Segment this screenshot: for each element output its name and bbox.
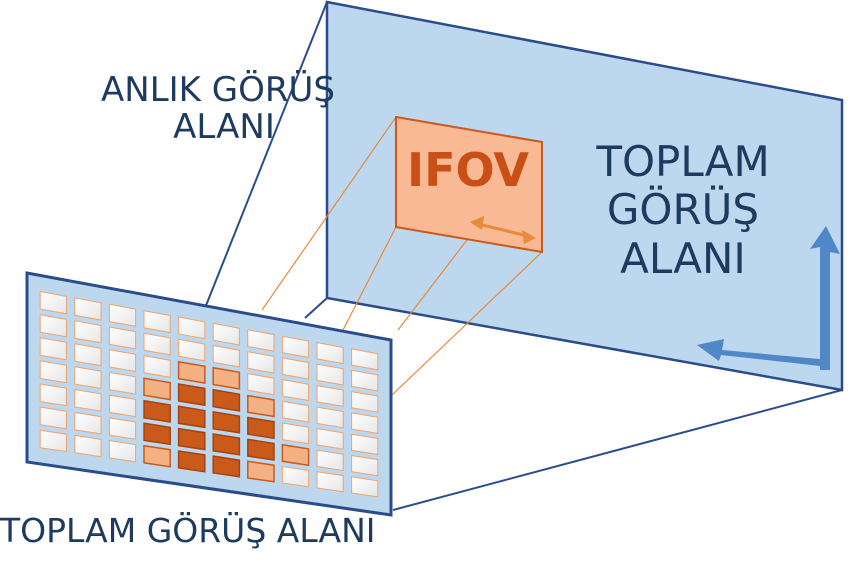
total-fov-label-right-line1: TOPLAM: [596, 137, 770, 186]
detector-pixel: [177, 405, 206, 429]
detector-pixel: [281, 357, 310, 380]
detector-pixel: [316, 342, 344, 365]
detector-pixel: [143, 399, 171, 423]
detector-pixel: [316, 385, 344, 407]
detector-pixel: [281, 465, 310, 488]
detector-pixel: [143, 444, 171, 468]
total-fov-label-right-line3: ALANI: [620, 233, 746, 283]
axis-arrows: [697, 226, 840, 370]
detector-pixel: [39, 314, 67, 338]
detector-pixel: [316, 428, 344, 450]
detector-pixel: [74, 411, 102, 435]
detector-pixel: [39, 337, 67, 361]
detector-pixel: [212, 388, 241, 412]
detector-pixel: [247, 329, 275, 352]
detector-pixel: [247, 438, 275, 461]
detector-array: [25, 271, 393, 517]
detector-pixel: [177, 383, 206, 407]
detector-pixel: [212, 322, 240, 346]
instantaneous-fov-label-line2: ALANI: [173, 107, 275, 148]
detector-pixel: [351, 476, 379, 498]
detector-pixel: [143, 377, 171, 401]
detector-pixel: [108, 440, 137, 463]
detector-pixel: [177, 427, 206, 451]
detector-pixel: [316, 406, 344, 429]
detector-pixel: [281, 443, 310, 467]
detector-pixel: [212, 455, 241, 478]
detector-pixel: [351, 454, 379, 477]
detector-pixel: [39, 290, 67, 315]
detector-pixel: [108, 394, 137, 418]
vertical-axis-arrow: [810, 226, 840, 370]
detector-pixel: [351, 348, 379, 371]
detector-pixel-grid: [39, 290, 379, 498]
detector-pixel: [143, 332, 171, 356]
detector-pixel: [143, 422, 171, 446]
detector-pixel: [108, 303, 137, 327]
projection-line-bottom: [392, 389, 843, 511]
detector-pixel: [108, 371, 137, 395]
detector-pixel: [351, 433, 379, 456]
detector-pixel: [247, 351, 275, 374]
detector-pixel: [351, 391, 379, 413]
detector-pixel: [39, 429, 67, 453]
detector-pixel: [108, 326, 137, 350]
total-fov-label-right: TOPLAM GÖRÜŞ ALANI: [578, 137, 788, 283]
detector-pixel: [74, 389, 102, 412]
projection-line-right: [304, 297, 328, 319]
detector-pixel: [74, 434, 102, 458]
detector-pixel: [74, 297, 102, 321]
detector-pixel: [143, 355, 171, 378]
detector-pixel: [316, 363, 344, 386]
detector-pixel: [108, 417, 137, 440]
detector-pixel: [212, 411, 241, 434]
detector-pixel: [247, 373, 275, 396]
total-fov-label-bottom: TOPLAM GÖRÜŞ ALANI: [0, 511, 376, 550]
detector-pixel: [281, 422, 310, 445]
detector-pixel: [281, 335, 310, 358]
detector-pixel: [143, 310, 171, 334]
instantaneous-fov-label: ANLIK GÖRÜŞ ALANI: [98, 70, 338, 148]
projection-line-top-left: [204, 1, 328, 309]
detector-pixel: [281, 400, 310, 423]
detector-pixel: [247, 416, 275, 440]
detector-pixel: [351, 369, 379, 392]
detector-pixel: [74, 320, 102, 344]
detector-pixel: [39, 383, 67, 407]
detector-pixel: [247, 460, 275, 483]
detector-pixel: [351, 412, 379, 434]
detector-pixel: [108, 349, 137, 372]
detector-pixel: [178, 338, 206, 362]
detector-pixel: [178, 316, 206, 340]
detector-pixel: [316, 471, 344, 493]
detector-pixel: [74, 366, 102, 389]
detector-pixel: [316, 449, 344, 472]
projection-lines: [204, 1, 843, 511]
detector-pixel: [177, 450, 206, 473]
ifov-label: IFOV: [406, 143, 529, 197]
detector-pixel: [39, 406, 67, 430]
horizontal-axis-arrow: [697, 339, 830, 370]
detector-pixel: [39, 360, 67, 384]
detector-pixel: [247, 394, 275, 418]
ifov-width-arrow: [470, 216, 536, 244]
instantaneous-fov-label-line1: ANLIK GÖRÜŞ: [101, 70, 335, 110]
total-fov-plane: [325, 0, 844, 392]
detector-pixel: [212, 433, 241, 456]
detector-pixel: [177, 360, 206, 384]
detector-pixel: [74, 343, 102, 367]
detector-pixel: [281, 379, 310, 402]
total-fov-label-right-line2: GÖRÜŞ: [606, 185, 760, 235]
detector-pixel: [212, 344, 240, 368]
ifov-box: [395, 115, 543, 254]
detector-pixel: [212, 366, 241, 390]
